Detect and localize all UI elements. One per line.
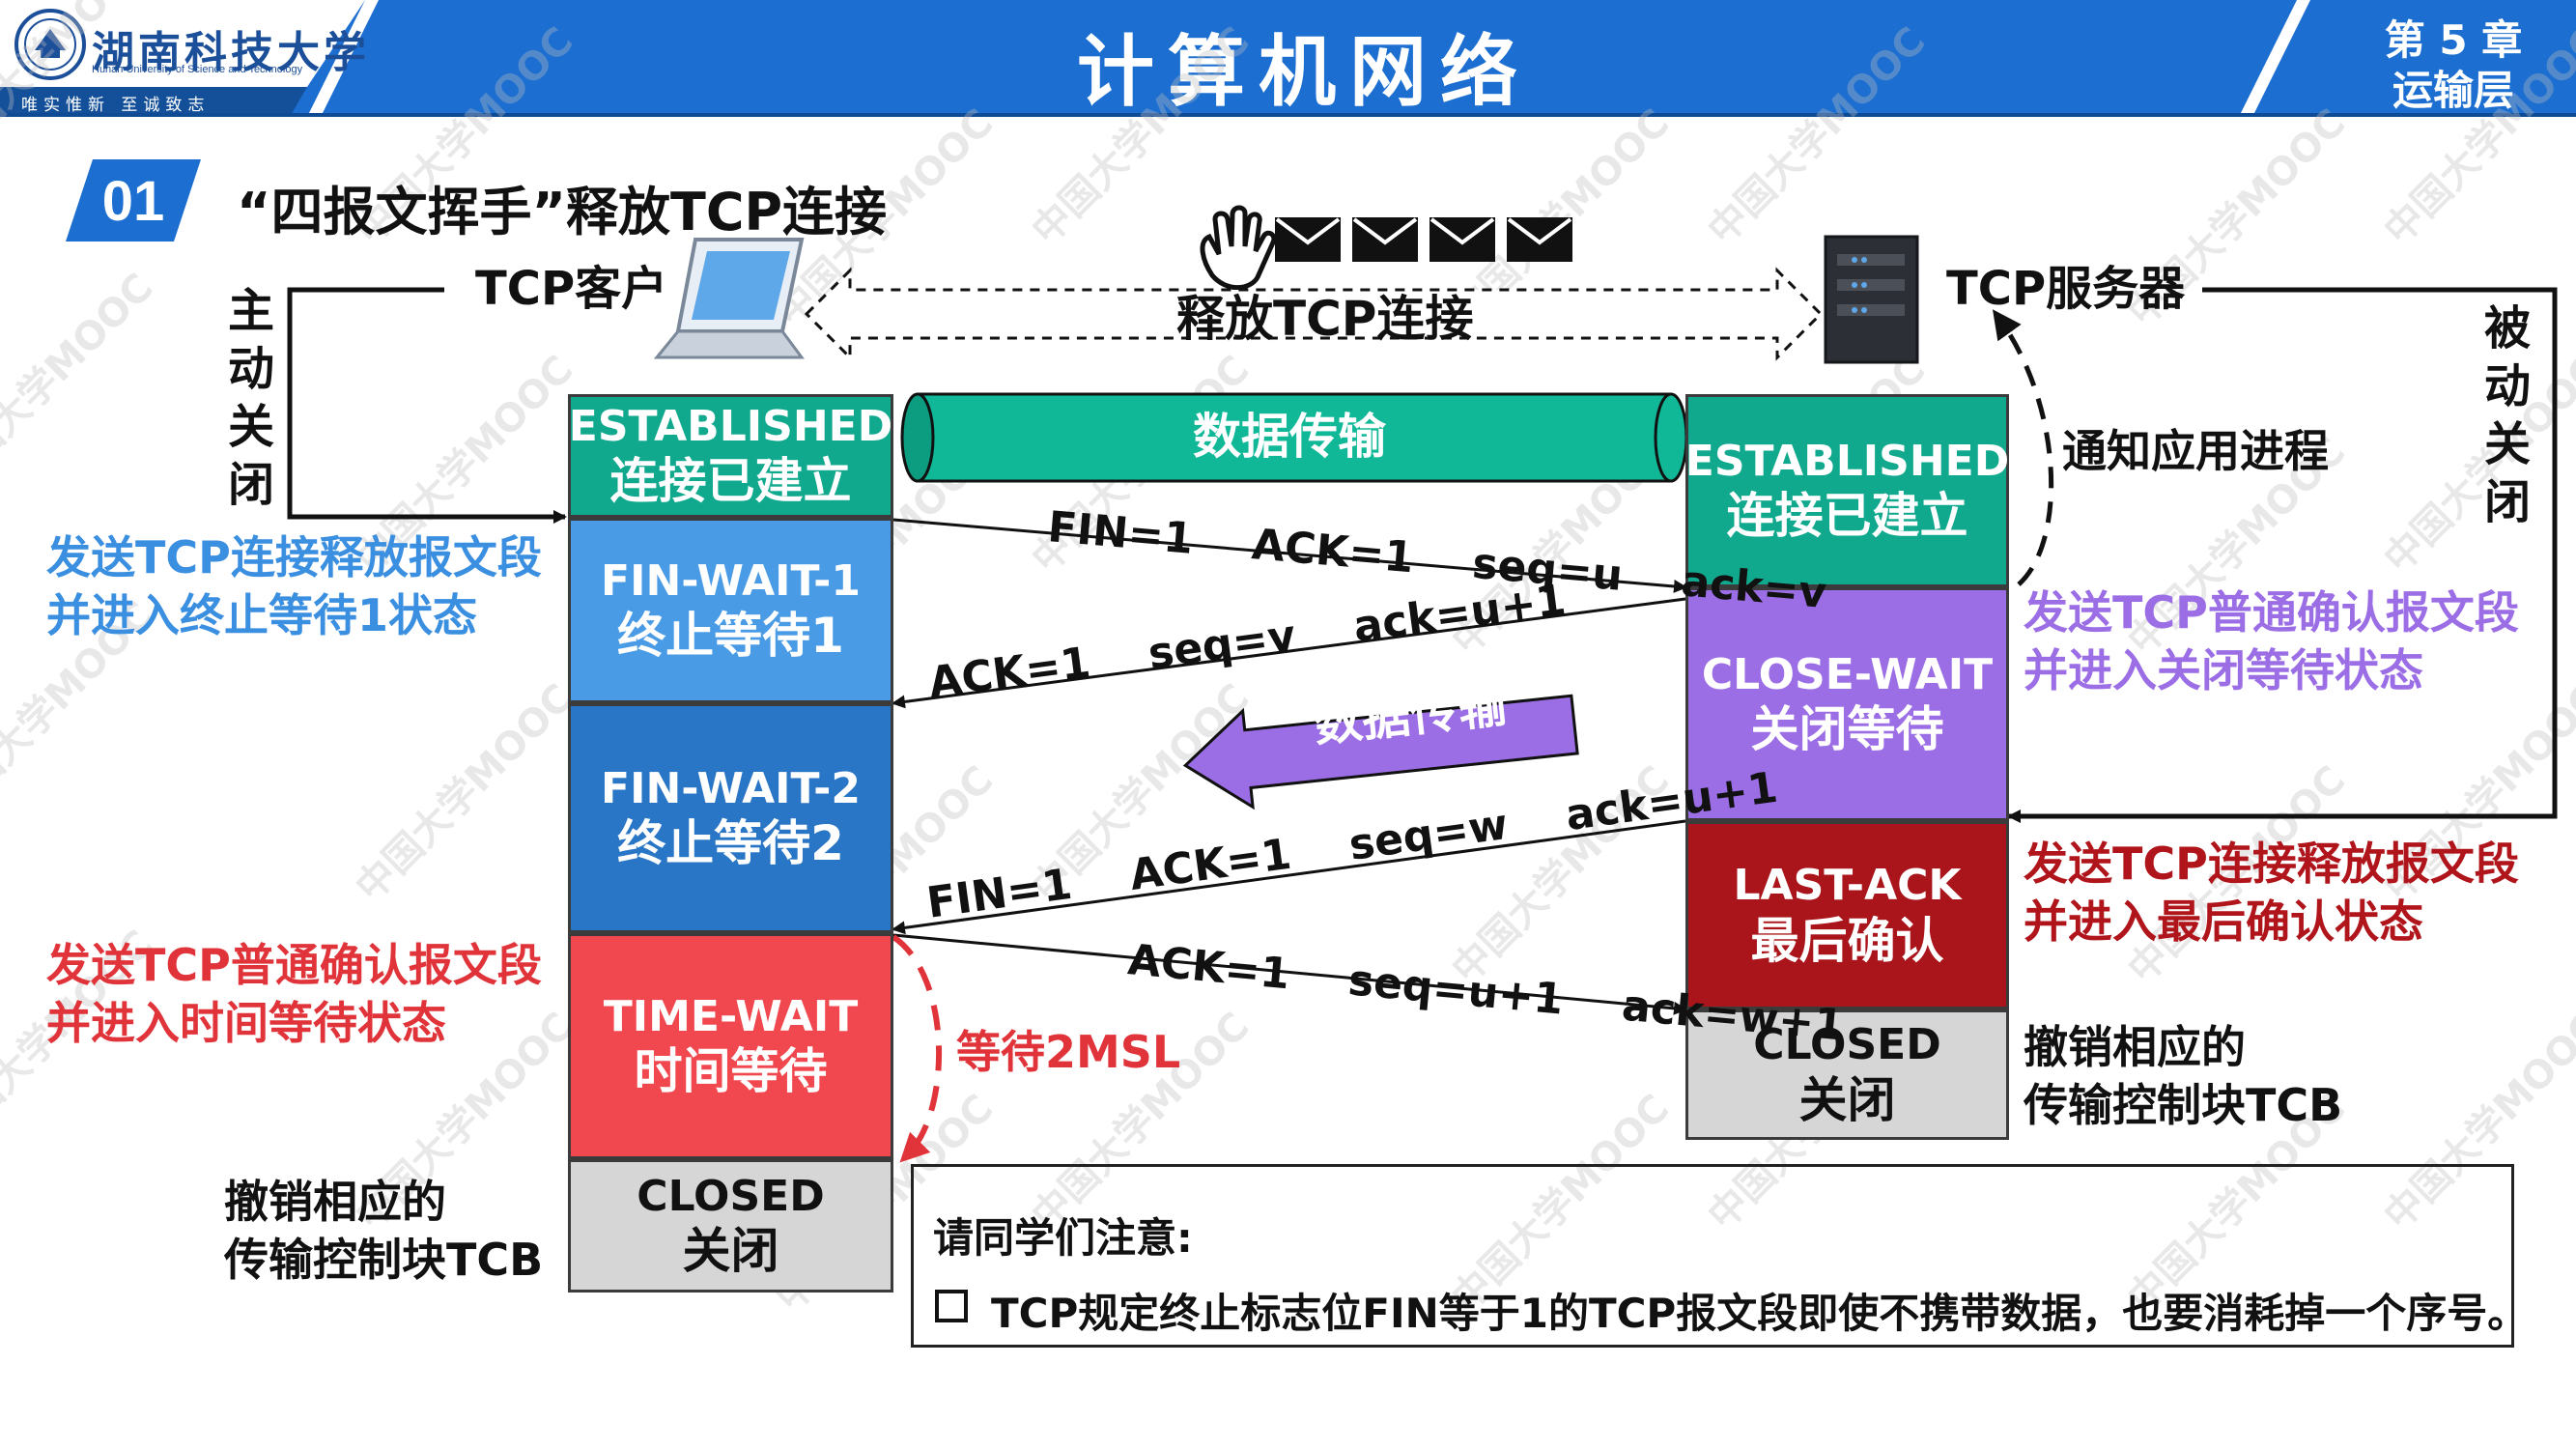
annotation-line: 传输控制块TCB	[2024, 1078, 2343, 1131]
state-desc: 终止等待2	[617, 815, 844, 872]
annotation-line: 撤销相应的	[224, 1176, 446, 1228]
header-bar: 湖南科技大学 Hunan University of Science and T…	[0, 0, 2576, 117]
client-state-fin-wait-1: FIN-WAIT-1 终止等待1	[568, 518, 893, 703]
notice-item: TCP规定终止标志位FIN等于1的TCP报文段即使不携带数据，也要消耗掉一个序号…	[991, 1290, 2529, 1337]
annotation-server-tcb: 撤销相应的 传输控制块TCB	[2024, 1019, 2342, 1135]
section-number-badge: 01	[66, 159, 201, 242]
waving-hand-icon	[1200, 205, 1277, 291]
annotation-line: 并进入终止等待1状态	[46, 588, 478, 641]
state-name: FIN-WAIT-1	[601, 555, 861, 606]
passive-close-label: 被动关闭	[2483, 301, 2531, 529]
state-desc: 关闭等待	[1750, 701, 1944, 758]
state-desc: 连接已建立	[1726, 488, 1968, 545]
notice-box: 请同学们注意: TCP规定终止标志位FIN等于1的TCP报文段即使不携带数据，也…	[911, 1164, 2528, 1348]
state-name: CLOSED	[1753, 1020, 1941, 1070]
tcp-server-label: TCP服务器	[1946, 262, 2186, 316]
notify-app-curve	[1992, 309, 2054, 586]
annotation-line: 并进入关闭等待状态	[2024, 643, 2423, 696]
annotation-line: 发送TCP普通确认报文段	[46, 939, 542, 991]
university-name: 湖南科技大学	[92, 28, 370, 77]
tcp-client-label: TCP客户	[475, 262, 668, 316]
course-title: 计算机网络	[1077, 27, 1531, 117]
annotation-line: 撤销相应的	[2024, 1021, 2246, 1073]
state-desc: 最后确认	[1750, 912, 1944, 969]
client-state-fin-wait-2: FIN-WAIT-2 终止等待2	[568, 703, 893, 933]
data-transfer-cylinder	[900, 392, 1688, 483]
server-state-established: ESTABLISHED 连接已建立	[1685, 394, 2009, 587]
envelope-icons	[1275, 217, 1572, 262]
state-desc: 关闭	[1798, 1071, 1896, 1128]
annotation-line: 发送TCP普通确认报文段	[2024, 586, 2519, 639]
msg-line-fin2	[892, 819, 1686, 935]
annotation-wait-2msl: 等待2MSL	[956, 1026, 1181, 1078]
section-title: “四报文挥手”释放TCP连接	[237, 182, 888, 242]
annotation-client-tcb: 撤销相应的 传输控制块TCB	[224, 1174, 543, 1290]
client-state-time-wait: TIME-WAIT 时间等待	[568, 933, 893, 1159]
data-transfer-arrow	[1182, 694, 1579, 810]
state-desc: 时间等待	[634, 1043, 828, 1100]
state-name: CLOSE-WAIT	[1701, 649, 1994, 699]
wait-2msl-curve	[892, 934, 943, 1163]
header-background	[0, 0, 2576, 117]
state-desc: 连接已建立	[609, 453, 852, 510]
annotation-line: 并进入最后确认状态	[2024, 895, 2423, 948]
annotation-line: 发送TCP连接释放报文段	[46, 531, 542, 583]
state-name: ESTABLISHED	[1684, 436, 2010, 486]
active-close-bracket	[287, 287, 567, 524]
section-number: 01	[101, 170, 165, 233]
checkbox-bullet-icon	[935, 1290, 968, 1322]
annotation-notify-app: 通知应用进程	[2062, 425, 2329, 477]
annotation-line: 传输控制块TCB	[224, 1233, 544, 1286]
server-state-closed: CLOSED 关闭	[1685, 1009, 2009, 1140]
annotation-server-ack: 发送TCP普通确认报文段 并进入关闭等待状态	[2024, 584, 2519, 700]
msg-line-fin1	[892, 518, 1687, 593]
university-motto: 唯实惟新 至诚致志	[21, 96, 211, 115]
laptop-icon	[653, 238, 805, 359]
passive-close-bracket	[2007, 287, 2558, 823]
server-icon	[1824, 235, 1919, 364]
state-desc: 终止等待1	[617, 608, 844, 665]
notice-title: 请同学们注意:	[933, 1214, 1193, 1262]
state-name: LAST-ACK	[1733, 861, 1962, 911]
state-name: ESTABLISHED	[568, 401, 893, 451]
university-name-en: Hunan University of Science and Technolo…	[92, 64, 303, 75]
state-name: FIN-WAIT-2	[601, 763, 861, 813]
annotation-client-ack: 发送TCP普通确认报文段 并进入时间等待状态	[46, 937, 542, 1053]
msg-line-ack2	[892, 933, 1687, 1015]
msg-line-ack1	[892, 597, 1686, 709]
annotation-line: 发送TCP连接释放报文段	[2024, 838, 2519, 890]
annotation-line: 并进入时间等待状态	[46, 996, 446, 1049]
university-logo-icon	[14, 9, 86, 80]
release-connection-arrow	[804, 267, 1824, 361]
data-transfer-top-label: 数据传输	[1193, 409, 1386, 465]
annotation-server-fin: 发送TCP连接释放报文段 并进入最后确认状态	[2024, 836, 2519, 952]
chapter-number: 第 5 章	[2384, 16, 2523, 64]
client-state-closed: CLOSED 关闭	[568, 1159, 893, 1293]
server-state-close-wait: CLOSE-WAIT 关闭等待	[1685, 587, 2009, 821]
client-state-established: ESTABLISHED 连接已建立	[568, 394, 893, 518]
chapter-name: 运输层	[2392, 67, 2514, 114]
release-connection-label: 释放TCP连接	[1176, 291, 1474, 347]
annotation-client-fin: 发送TCP连接释放报文段 并进入终止等待1状态	[46, 529, 542, 645]
state-desc: 关闭	[682, 1223, 779, 1280]
state-name: CLOSED	[637, 1171, 825, 1221]
active-close-label: 主动关闭	[227, 284, 274, 512]
server-state-last-ack: LAST-ACK 最后确认	[1685, 821, 2009, 1009]
state-name: TIME-WAIT	[603, 991, 859, 1041]
